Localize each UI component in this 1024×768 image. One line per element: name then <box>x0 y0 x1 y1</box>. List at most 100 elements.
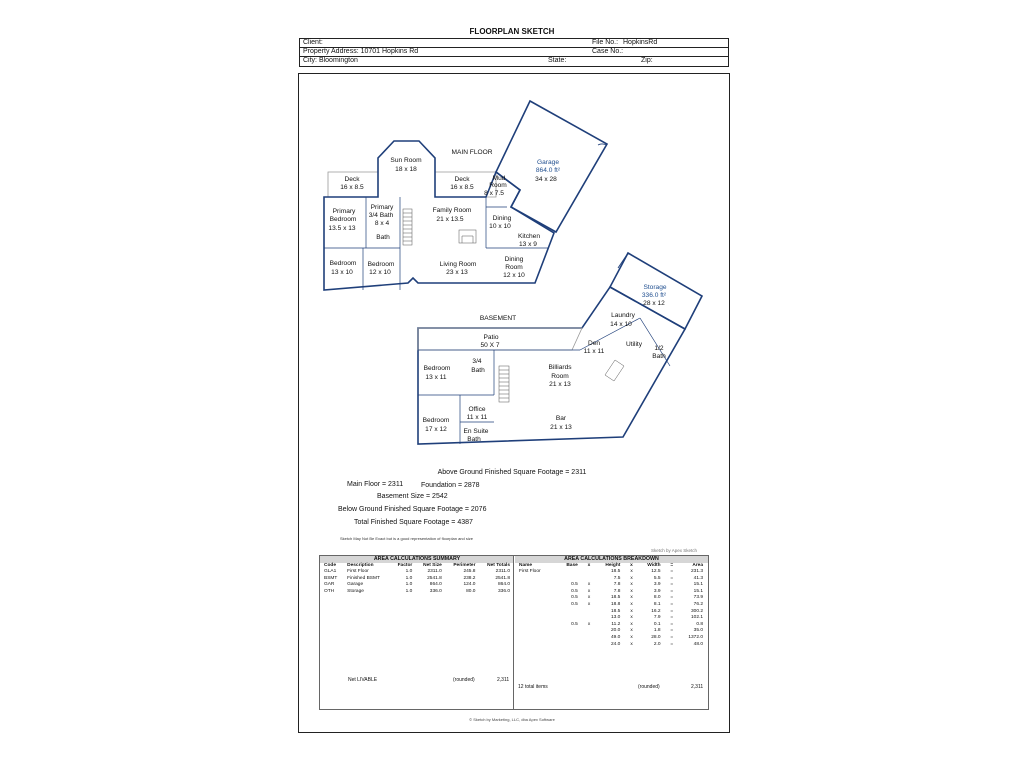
kitchen-name: Kitchen <box>518 233 540 240</box>
primary-bedroom-size: 13.5 x 13 <box>328 225 355 232</box>
breakdown-cell <box>556 609 581 616</box>
bath-name: Bath <box>376 234 390 241</box>
garage-area: 864.0 ft² <box>536 167 561 174</box>
basement-interior-walls <box>418 317 671 444</box>
breakdown-cell: 13.0 <box>611 615 621 621</box>
breakdown-cell: x <box>630 628 633 634</box>
breakdown-cell: 1.8 <box>653 628 661 634</box>
breakdown-cell: 0.5 <box>571 588 578 594</box>
breakdown-cell: = <box>670 608 674 614</box>
summary-rounded-label: (rounded) <box>453 677 475 683</box>
breakdown-cell <box>581 609 593 616</box>
breakdown-cell: = <box>670 588 674 594</box>
sun-room-size: 18 x 18 <box>395 166 417 173</box>
file-no-value: HopkinsRd <box>623 39 658 46</box>
bedroom-a-size: 13 x 10 <box>331 269 353 276</box>
mud-room-name-2: Room <box>489 182 507 189</box>
breakdown-cell: 7.8 <box>613 582 621 588</box>
breakdown-cell: 1372.0 <box>688 634 703 640</box>
breakdown-cell: = <box>670 615 674 621</box>
pool-table-icon <box>604 359 625 382</box>
total-sqft: Total Finished Square Footage = 4387 <box>354 519 473 526</box>
bsmt-bedroom-b-size: 17 x 12 <box>425 426 447 433</box>
breakdown-cell: = <box>670 641 674 647</box>
breakdown-cell: 76.2 <box>693 601 703 607</box>
kitchen-size: 13 x 9 <box>519 241 537 248</box>
breakdown-cell: x <box>630 634 633 640</box>
breakdown-cell: 8.0 <box>653 595 661 601</box>
breakdown-cell: x <box>587 595 591 601</box>
basement-label: BASEMENT <box>480 315 516 322</box>
breakdown-cell: 24.0 <box>611 641 621 647</box>
basement-stairs-icon <box>498 365 510 403</box>
half-bath-name-1: 1/2 <box>654 345 663 352</box>
office-name: Office <box>468 406 485 413</box>
below-ground-sqft: Below Ground Finished Square Footage = 2… <box>338 506 487 513</box>
breakdown-cell <box>581 569 593 576</box>
summary-cell: OTH <box>324 588 335 594</box>
billiards-size: 21 x 13 <box>549 381 571 388</box>
dining-top-size: 10 x 10 <box>489 223 511 230</box>
summary-cell: 336.0 <box>497 588 510 594</box>
bedroom-b-name: Bedroom <box>368 261 395 268</box>
breakdown-cell: 18.5 <box>611 595 621 601</box>
summary-cell: 245.8 <box>463 569 476 574</box>
breakdown-cell: = <box>670 582 674 588</box>
den-size: 11 x 11 <box>584 348 605 355</box>
breakdown-cell: x <box>630 588 633 594</box>
breakdown-cell <box>516 602 556 609</box>
breakdown-cell: = <box>670 634 674 640</box>
billiards-name-2: Room <box>551 373 569 380</box>
breakdown-cell: x <box>630 582 633 588</box>
breakdown-cell: = <box>670 621 674 627</box>
breakdown-column-header: x <box>630 563 633 568</box>
summary-cell: 1.0 <box>405 575 413 581</box>
office-size: 11 x 11 <box>467 414 488 421</box>
breakdown-cell: x <box>587 588 591 594</box>
breakdown-cell <box>516 615 556 622</box>
breakdown-cell <box>581 615 593 622</box>
summary-cell: 80.0 <box>466 588 476 594</box>
area-calculations-box: AREA CALCULATIONS SUMMARY AREA CALCULATI… <box>319 555 709 710</box>
breakdown-column-header: Width <box>647 563 661 568</box>
sketch-by-label: Sketch by Apex Sketch <box>651 548 698 553</box>
state-label: State: <box>548 57 567 64</box>
en-suite-name-1: En Suite <box>464 428 489 435</box>
living-room-size: 23 x 13 <box>446 269 468 276</box>
summary-column-header: Net Size <box>423 563 442 568</box>
net-livable-label: Net LIVABLE <box>348 677 378 683</box>
laundry-name: Laundry <box>611 312 636 319</box>
breakdown-cell <box>556 642 581 649</box>
main-floor-sqft: Main Floor = 2311 <box>347 481 404 488</box>
breakdown-cell <box>516 589 556 596</box>
summary-cell: 2541.8 <box>427 575 442 581</box>
case-no-label: Case No.: <box>592 48 624 55</box>
breakdown-cell: 0.5 <box>571 601 578 607</box>
breakdown-cell: x <box>630 601 633 607</box>
mud-room-name-1: Mud <box>493 175 506 182</box>
summary-cell: 864.0 <box>429 582 442 588</box>
breakdown-column-header: x <box>587 563 591 568</box>
primary-bedroom-name-1: Primary <box>333 208 356 215</box>
deck-right-size: 16 x 8.5 <box>450 184 474 191</box>
breakdown-cell: 18.8 <box>611 601 621 607</box>
breakdown-cell <box>516 609 556 616</box>
summary-cell: 124.0 <box>463 582 476 588</box>
deck-left-name: Deck <box>344 176 360 183</box>
bedroom-b-size: 12 x 10 <box>369 269 391 276</box>
fireplace-icon <box>458 229 477 244</box>
breakdown-cell: 18.5 <box>611 569 621 574</box>
breakdown-cell: = <box>670 569 674 574</box>
bsmt-bath-name-2: Bath <box>471 367 485 374</box>
foundation-sqft: Foundation = 2878 <box>421 482 480 489</box>
summary-column-header: Perimeter <box>453 563 476 568</box>
summary-cell: 336.0 <box>429 588 442 594</box>
summary-cell: 2311.0 <box>495 569 510 574</box>
